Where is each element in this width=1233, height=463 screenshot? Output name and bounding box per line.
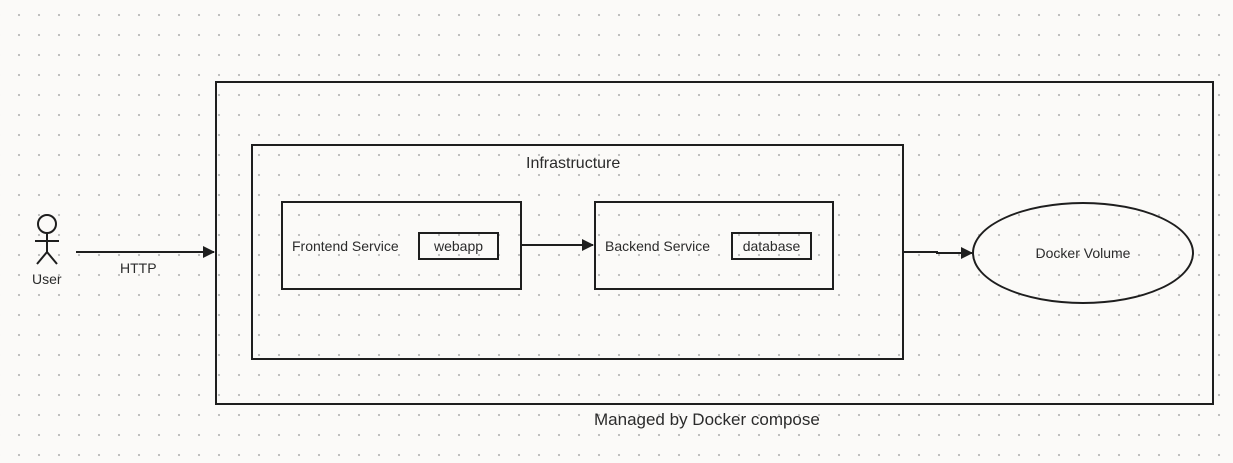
docker-compose-group[interactable] [215,81,1214,405]
docker-compose-label: Managed by Docker compose [594,410,820,429]
user-label: User [32,271,62,287]
docker-volume-label: Docker Volume [1035,245,1131,261]
user-actor-icon [35,214,59,265]
infrastructure-label: Infrastructure [526,155,621,172]
frontend-service-node[interactable] [281,201,522,290]
frontend-service-label: Frontend Service [292,238,399,254]
webapp-tag: webapp [418,232,499,260]
backend-service-node[interactable] [594,201,834,290]
infrastructure-group[interactable] [251,144,904,360]
infrastructure-to-volume-arrow [903,247,973,259]
backend-service-label: Backend Service [605,238,711,254]
http-label: HTTP [120,260,157,276]
database-tag: database [731,232,812,260]
docker-volume-node[interactable]: Docker Volume [972,202,1194,304]
